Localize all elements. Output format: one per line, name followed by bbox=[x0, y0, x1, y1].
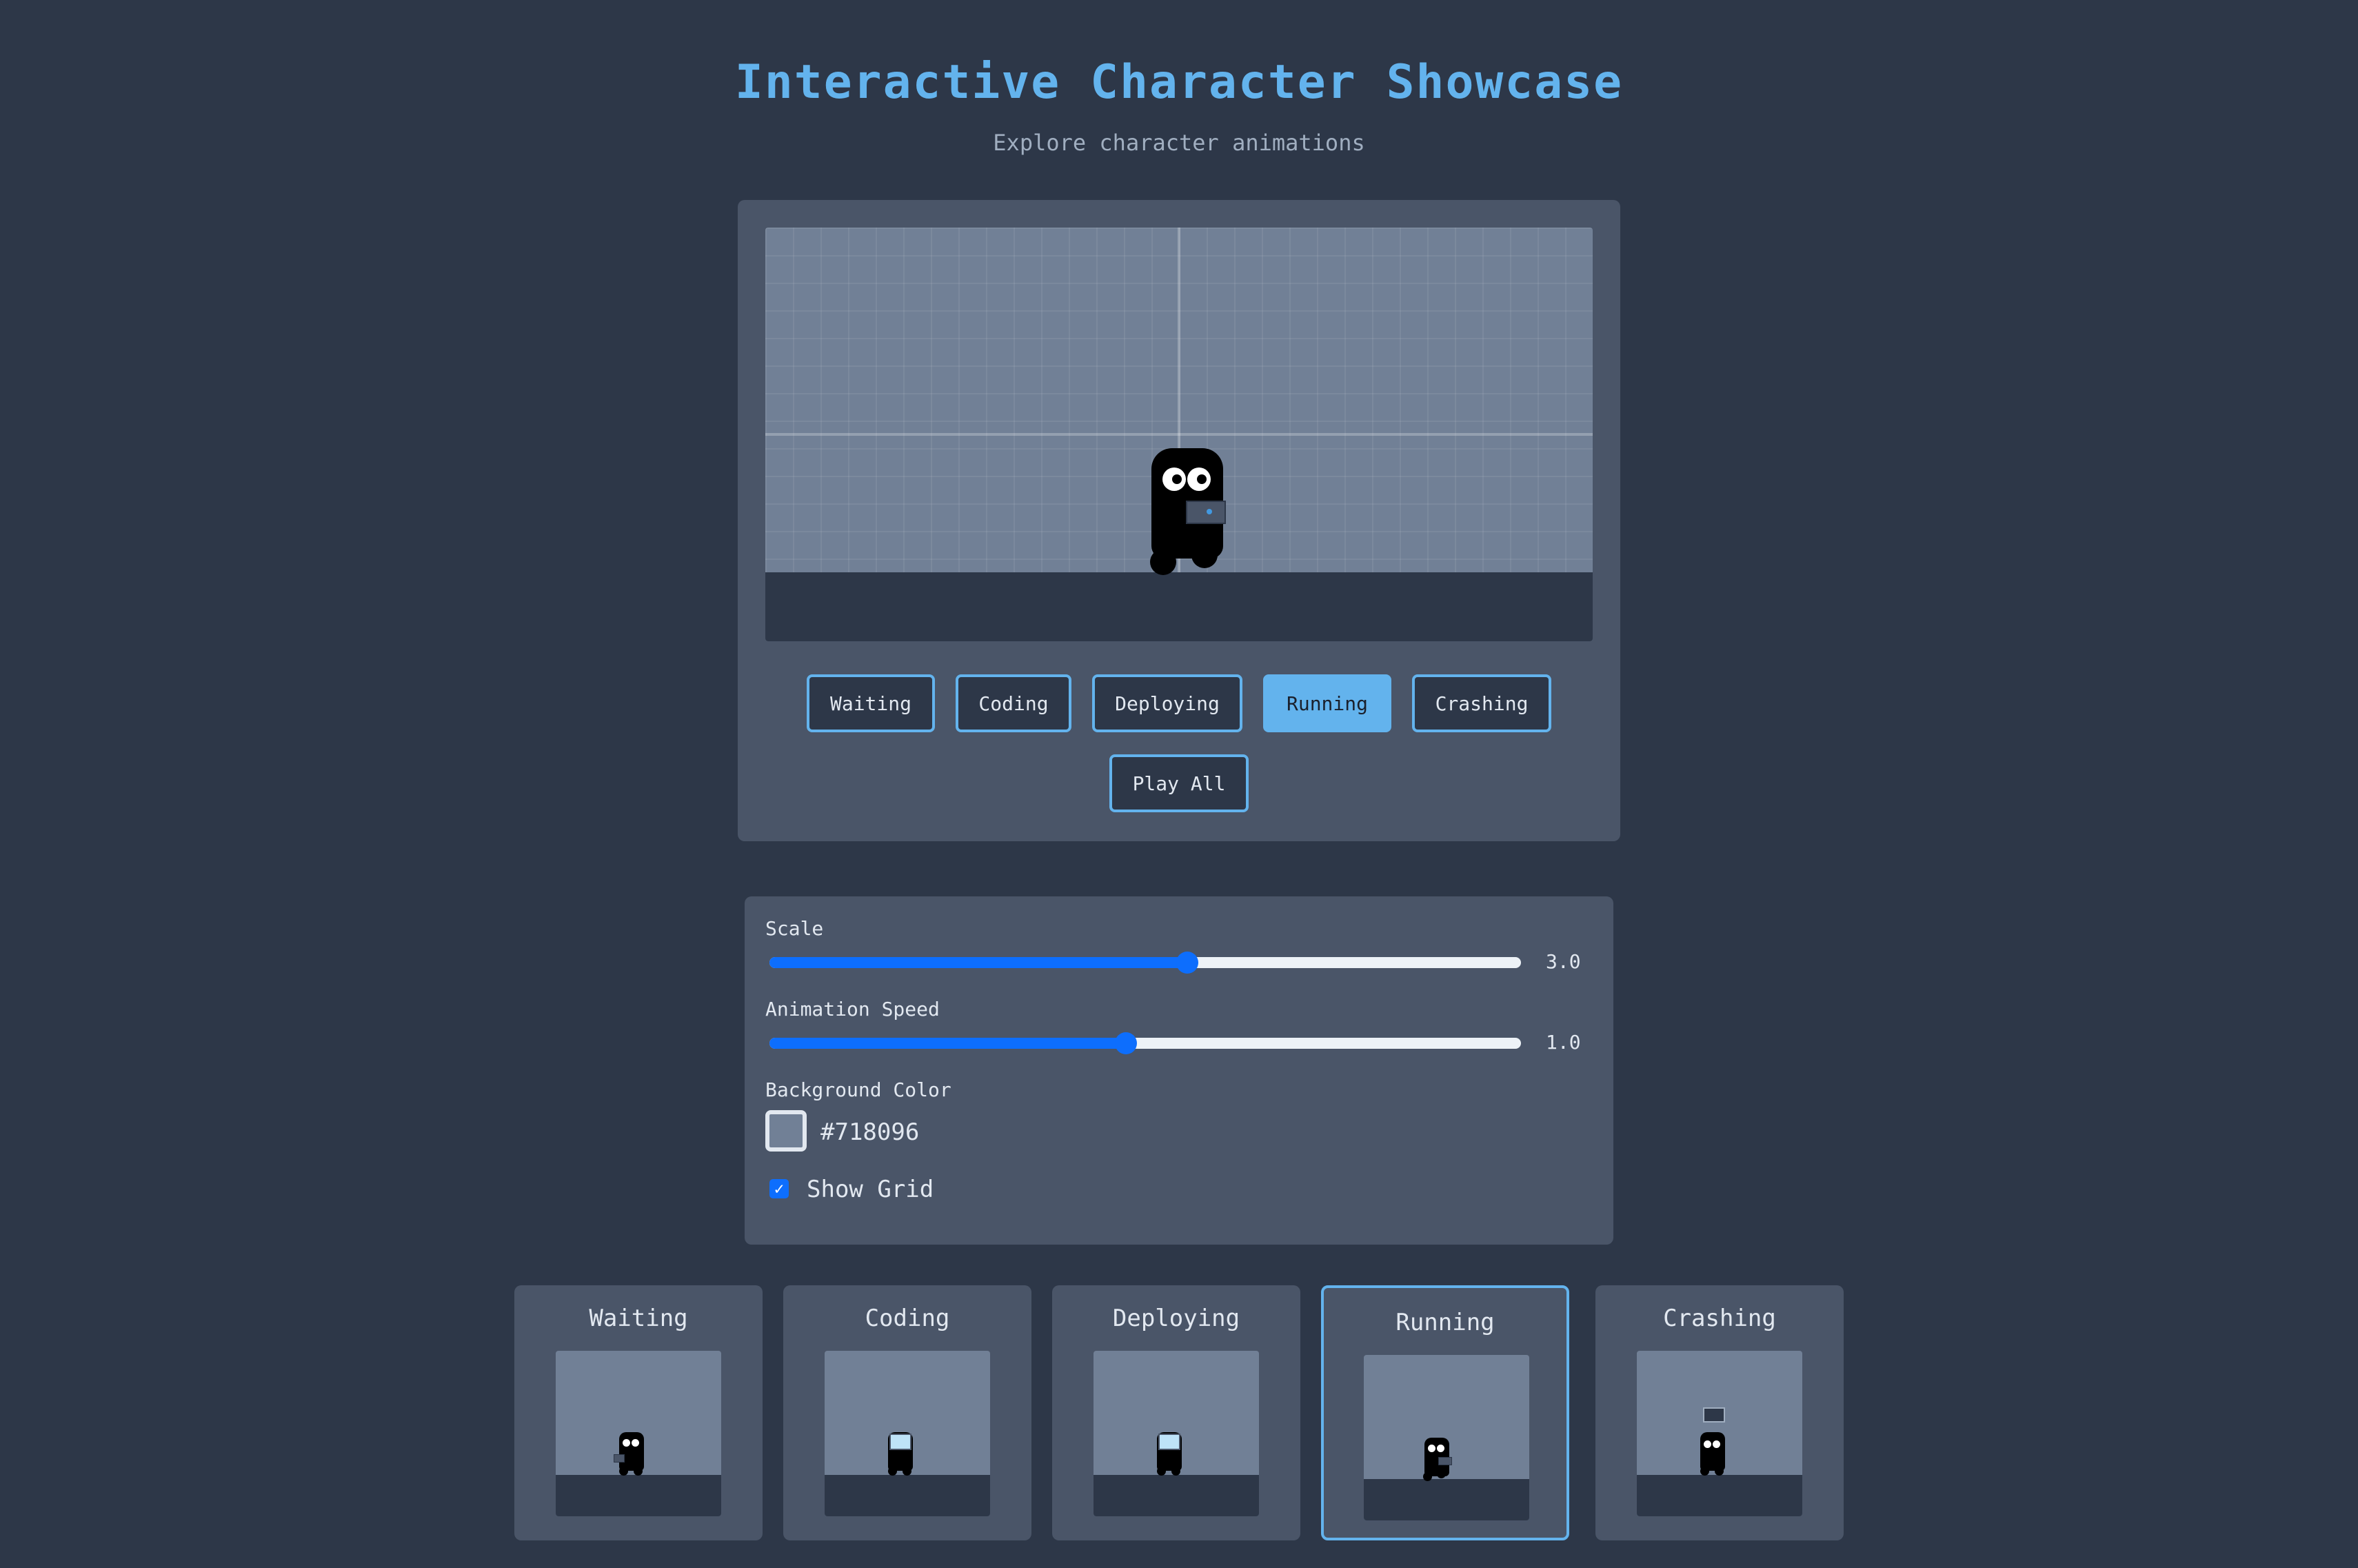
character-coding bbox=[883, 1432, 917, 1480]
grid-center-horizontal bbox=[765, 433, 1593, 436]
state-button-waiting[interactable]: Waiting bbox=[807, 674, 935, 732]
stage-ground bbox=[765, 572, 1593, 641]
gallery-card-running[interactable]: Running bbox=[1321, 1285, 1569, 1540]
gallery-preview bbox=[556, 1351, 721, 1516]
speed-slider-thumb[interactable] bbox=[1114, 1032, 1137, 1054]
scale-value: 3.0 bbox=[1546, 950, 1581, 973]
laptop-icon bbox=[1703, 1407, 1725, 1423]
page-title: Interactive Character Showcase bbox=[734, 55, 1624, 110]
scale-slider-thumb[interactable] bbox=[1176, 952, 1199, 974]
gallery-card-title: Coding bbox=[865, 1305, 950, 1332]
scale-label: Scale bbox=[765, 917, 824, 940]
character-stage bbox=[765, 228, 1593, 641]
show-grid-checkbox[interactable]: ✓ bbox=[769, 1179, 789, 1198]
laptop-icon bbox=[889, 1434, 911, 1450]
character-waiting bbox=[614, 1432, 648, 1480]
play-all-button[interactable]: Play All bbox=[1109, 754, 1249, 812]
scale-slider[interactable] bbox=[769, 952, 1521, 974]
speed-label: Animation Speed bbox=[765, 998, 940, 1021]
gallery-preview bbox=[825, 1351, 990, 1516]
gallery-card-title: Running bbox=[1395, 1309, 1495, 1336]
gallery-preview bbox=[1637, 1351, 1802, 1516]
state-button-running[interactable]: Running bbox=[1263, 674, 1391, 732]
state-button-row: Waiting Coding Deploying Running Crashin… bbox=[738, 674, 1620, 732]
character-running bbox=[1419, 1438, 1453, 1486]
character-gallery: Waiting Coding Deploying bbox=[0, 1285, 2358, 1540]
show-grid-label[interactable]: Show Grid bbox=[807, 1176, 934, 1203]
stage-panel: Waiting Coding Deploying Running Crashin… bbox=[738, 200, 1620, 841]
gallery-card-crashing[interactable]: Crashing bbox=[1595, 1285, 1844, 1540]
gallery-card-title: Waiting bbox=[589, 1305, 688, 1332]
gallery-card-coding[interactable]: Coding bbox=[783, 1285, 1031, 1540]
scale-slider-fill bbox=[769, 957, 1188, 968]
gallery-preview bbox=[1094, 1351, 1259, 1516]
gallery-preview bbox=[1364, 1355, 1529, 1520]
state-button-coding[interactable]: Coding bbox=[956, 674, 1071, 732]
state-button-deploying[interactable]: Deploying bbox=[1092, 674, 1242, 732]
speed-slider[interactable] bbox=[769, 1032, 1521, 1054]
grid-center-vertical bbox=[1178, 228, 1180, 572]
background-color-value: #718096 bbox=[820, 1118, 920, 1146]
controls-panel: Scale 3.0 Animation Speed 1.0 Background… bbox=[745, 896, 1613, 1245]
gallery-card-title: Crashing bbox=[1663, 1305, 1776, 1332]
laptop-icon bbox=[1158, 1434, 1180, 1450]
background-color-swatch[interactable] bbox=[765, 1110, 807, 1152]
background-color-label: Background Color bbox=[765, 1078, 951, 1101]
character-crashing bbox=[1695, 1407, 1736, 1483]
laptop-icon bbox=[1186, 501, 1226, 524]
gallery-card-deploying[interactable]: Deploying bbox=[1052, 1285, 1300, 1540]
gallery-card-title: Deploying bbox=[1112, 1305, 1240, 1332]
gallery-card-waiting[interactable]: Waiting bbox=[514, 1285, 763, 1540]
speed-value: 1.0 bbox=[1546, 1031, 1581, 1054]
state-button-crashing[interactable]: Crashing bbox=[1412, 674, 1551, 732]
character-running bbox=[1138, 448, 1241, 586]
character-deploying bbox=[1151, 1432, 1186, 1480]
speed-slider-fill bbox=[769, 1038, 1126, 1049]
page-subtitle: Explore character animations bbox=[993, 130, 1365, 156]
